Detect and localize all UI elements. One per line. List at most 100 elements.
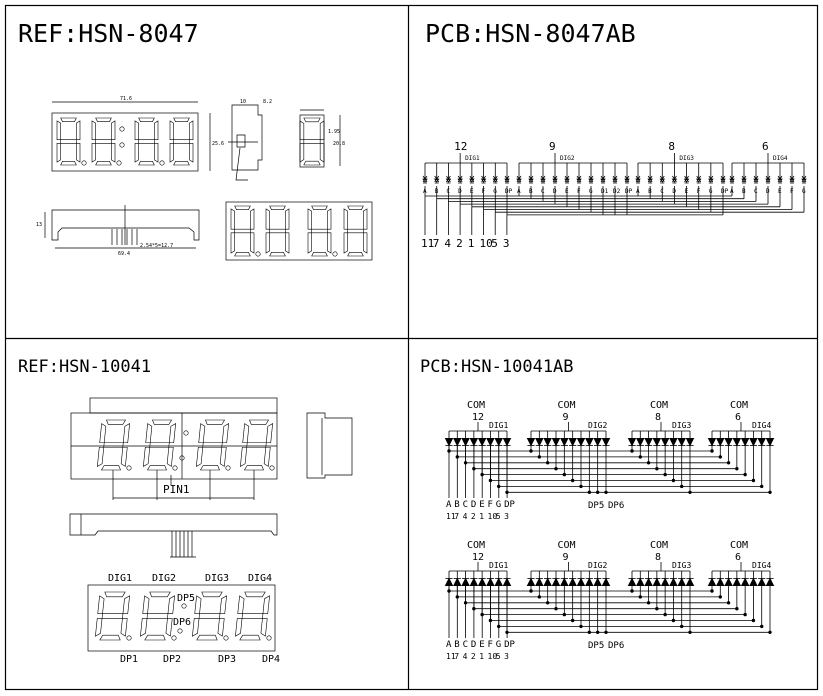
segment-label: E <box>479 500 484 510</box>
led-diode <box>708 175 714 184</box>
seven-segment-digit <box>192 591 229 641</box>
led-diode <box>685 437 695 447</box>
segment-e <box>230 232 235 254</box>
segment-b <box>319 120 325 140</box>
led-diode <box>552 175 558 184</box>
led-diode <box>669 437 678 447</box>
segment-d <box>311 252 328 257</box>
segment-f <box>142 595 150 614</box>
com-label: COM <box>467 540 485 551</box>
segment-a <box>347 205 364 210</box>
seven-segment-digit <box>134 117 165 166</box>
segment-g <box>60 139 77 144</box>
segment-a <box>104 591 126 598</box>
extra-label: DP5 <box>588 641 604 651</box>
segment-b <box>76 120 81 140</box>
junction-dot <box>751 618 756 623</box>
segment-b <box>154 120 159 140</box>
led-diode <box>477 577 487 586</box>
led-diode <box>444 577 454 586</box>
led-diode <box>652 437 662 447</box>
segment-f <box>169 120 174 140</box>
segment-f <box>299 120 305 140</box>
segment-f <box>307 208 312 230</box>
led-diode <box>732 577 742 586</box>
led-diode <box>486 577 495 586</box>
segment-c <box>327 232 332 254</box>
junction-dot <box>655 467 659 471</box>
segment-f <box>265 208 270 230</box>
seven-segment-digit <box>95 591 132 641</box>
segment-g <box>241 613 264 619</box>
junction-dot <box>570 618 575 623</box>
segment-label: D <box>471 640 476 650</box>
decimal-point <box>172 465 178 471</box>
segment-b <box>219 595 227 614</box>
segment-f <box>91 120 96 140</box>
segment-label: F <box>488 640 493 650</box>
panel-title-ref-10041: REF:HSN-10041 <box>18 357 151 377</box>
digit-label: DIG2 <box>152 573 176 584</box>
segment-a <box>249 419 270 425</box>
junction-dot <box>570 478 575 483</box>
panel-frames <box>4 4 819 691</box>
pin-number: 3 <box>503 237 510 250</box>
led-diode <box>724 577 733 586</box>
common-pin-number: 6 <box>735 552 741 563</box>
com-label: COM <box>730 540 748 551</box>
decimal-point <box>266 635 272 641</box>
pin-number: 4 <box>463 512 468 521</box>
dim-depth: 13 <box>36 222 42 228</box>
segment-c <box>154 143 159 163</box>
segment-g <box>138 139 155 144</box>
decimal-point <box>171 635 177 641</box>
junction-dot <box>688 490 692 494</box>
segment-c <box>263 446 271 467</box>
led-diode <box>568 437 577 447</box>
junction-dot <box>529 449 533 453</box>
segment-c <box>165 618 173 637</box>
segment-label: B <box>454 500 459 510</box>
decimal-point <box>159 160 165 166</box>
led-diode <box>585 577 594 586</box>
segment-f <box>145 423 153 444</box>
segment-d <box>199 465 220 471</box>
junction-dot <box>671 478 676 483</box>
segment-e <box>169 143 174 163</box>
segment-e <box>140 618 148 637</box>
segment-d <box>243 465 264 471</box>
segment-g <box>101 613 124 619</box>
segment-e <box>95 618 103 637</box>
segment-g <box>347 228 364 234</box>
led-diode <box>453 577 462 586</box>
pin-number: 1 <box>468 237 475 250</box>
led-diode <box>560 577 569 586</box>
segment-a <box>269 205 286 210</box>
led-diode <box>753 175 759 184</box>
segment-d <box>239 634 261 641</box>
led-diode <box>740 437 750 447</box>
led-diode <box>461 437 470 447</box>
led-diode <box>660 577 670 586</box>
led-diode <box>502 437 512 447</box>
led-diode <box>568 577 577 586</box>
led-diode <box>685 577 695 586</box>
schematic-hsn-10041ab-1: COM12DIG1COM9DIG2COM8DIG3COM6DIG4A11B7C4… <box>444 400 775 521</box>
junction-dot <box>760 624 764 629</box>
segment-g <box>95 139 112 144</box>
led-diode <box>576 577 586 586</box>
segment-a <box>205 419 226 425</box>
segment-e <box>56 143 61 163</box>
segment-label: C <box>463 500 468 510</box>
segment-label: E <box>479 640 484 650</box>
junction-dot <box>671 618 676 623</box>
junction-dot <box>735 607 739 611</box>
led-diode <box>683 175 690 184</box>
junction-dot <box>646 461 651 465</box>
led-diode <box>624 175 630 184</box>
led-diode <box>652 577 662 586</box>
led-diode <box>612 175 618 184</box>
junction-dot <box>562 612 567 617</box>
pin-number: 3 <box>504 652 509 661</box>
pin-number: 5 <box>496 512 501 521</box>
